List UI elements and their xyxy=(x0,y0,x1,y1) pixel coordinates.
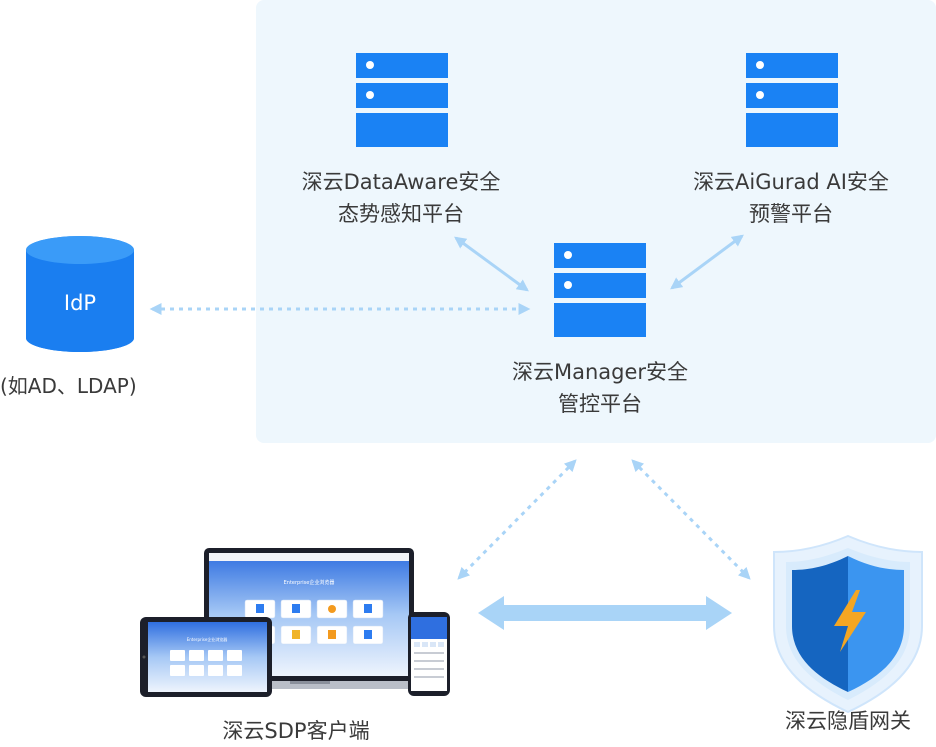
server-icon-dataaware xyxy=(356,53,448,147)
manager-label-line2: 管控平台 xyxy=(558,392,642,416)
phone-device xyxy=(408,612,450,696)
aigurad-label-line1: 深云AiGurad AI安全 xyxy=(693,170,889,194)
dataaware-label-line1: 深云DataAware安全 xyxy=(301,170,501,194)
tablet-device xyxy=(140,617,272,697)
shield-icon xyxy=(773,534,923,714)
tablet-banner: Enterprise企业浏览器 xyxy=(187,636,228,642)
connector-aigurad-manager xyxy=(670,234,744,290)
connector-manager-gateway xyxy=(631,459,751,580)
aigurad-label-line2: 预警平台 xyxy=(749,202,833,226)
dataaware-label: 深云DataAware安全 态势感知平台 xyxy=(280,166,522,230)
manager-label: 深云Manager安全 管控平台 xyxy=(488,356,712,420)
gateway-label: 深云隐盾网关 xyxy=(785,709,911,733)
client-label: 深云SDP客户端 xyxy=(222,719,370,743)
dataaware-label-line2: 态势感知平台 xyxy=(338,202,464,226)
server-icon-aigurad xyxy=(746,53,838,147)
manager-label-line1: 深云Manager安全 xyxy=(511,360,689,384)
connector-manager-client xyxy=(457,459,577,580)
aigurad-label: 深云AiGurad AI安全 预警平台 xyxy=(668,166,914,230)
laptop-banner: Enterprise企业浏览器 xyxy=(284,579,335,586)
connector-dataaware-manager xyxy=(454,236,529,292)
idp-title: IdP xyxy=(64,291,96,315)
server-icon-manager xyxy=(554,243,646,337)
connector-client-gateway xyxy=(478,596,732,630)
database-icon xyxy=(26,236,134,352)
idp-subtitle: (如AD、LDAP) xyxy=(0,374,137,398)
